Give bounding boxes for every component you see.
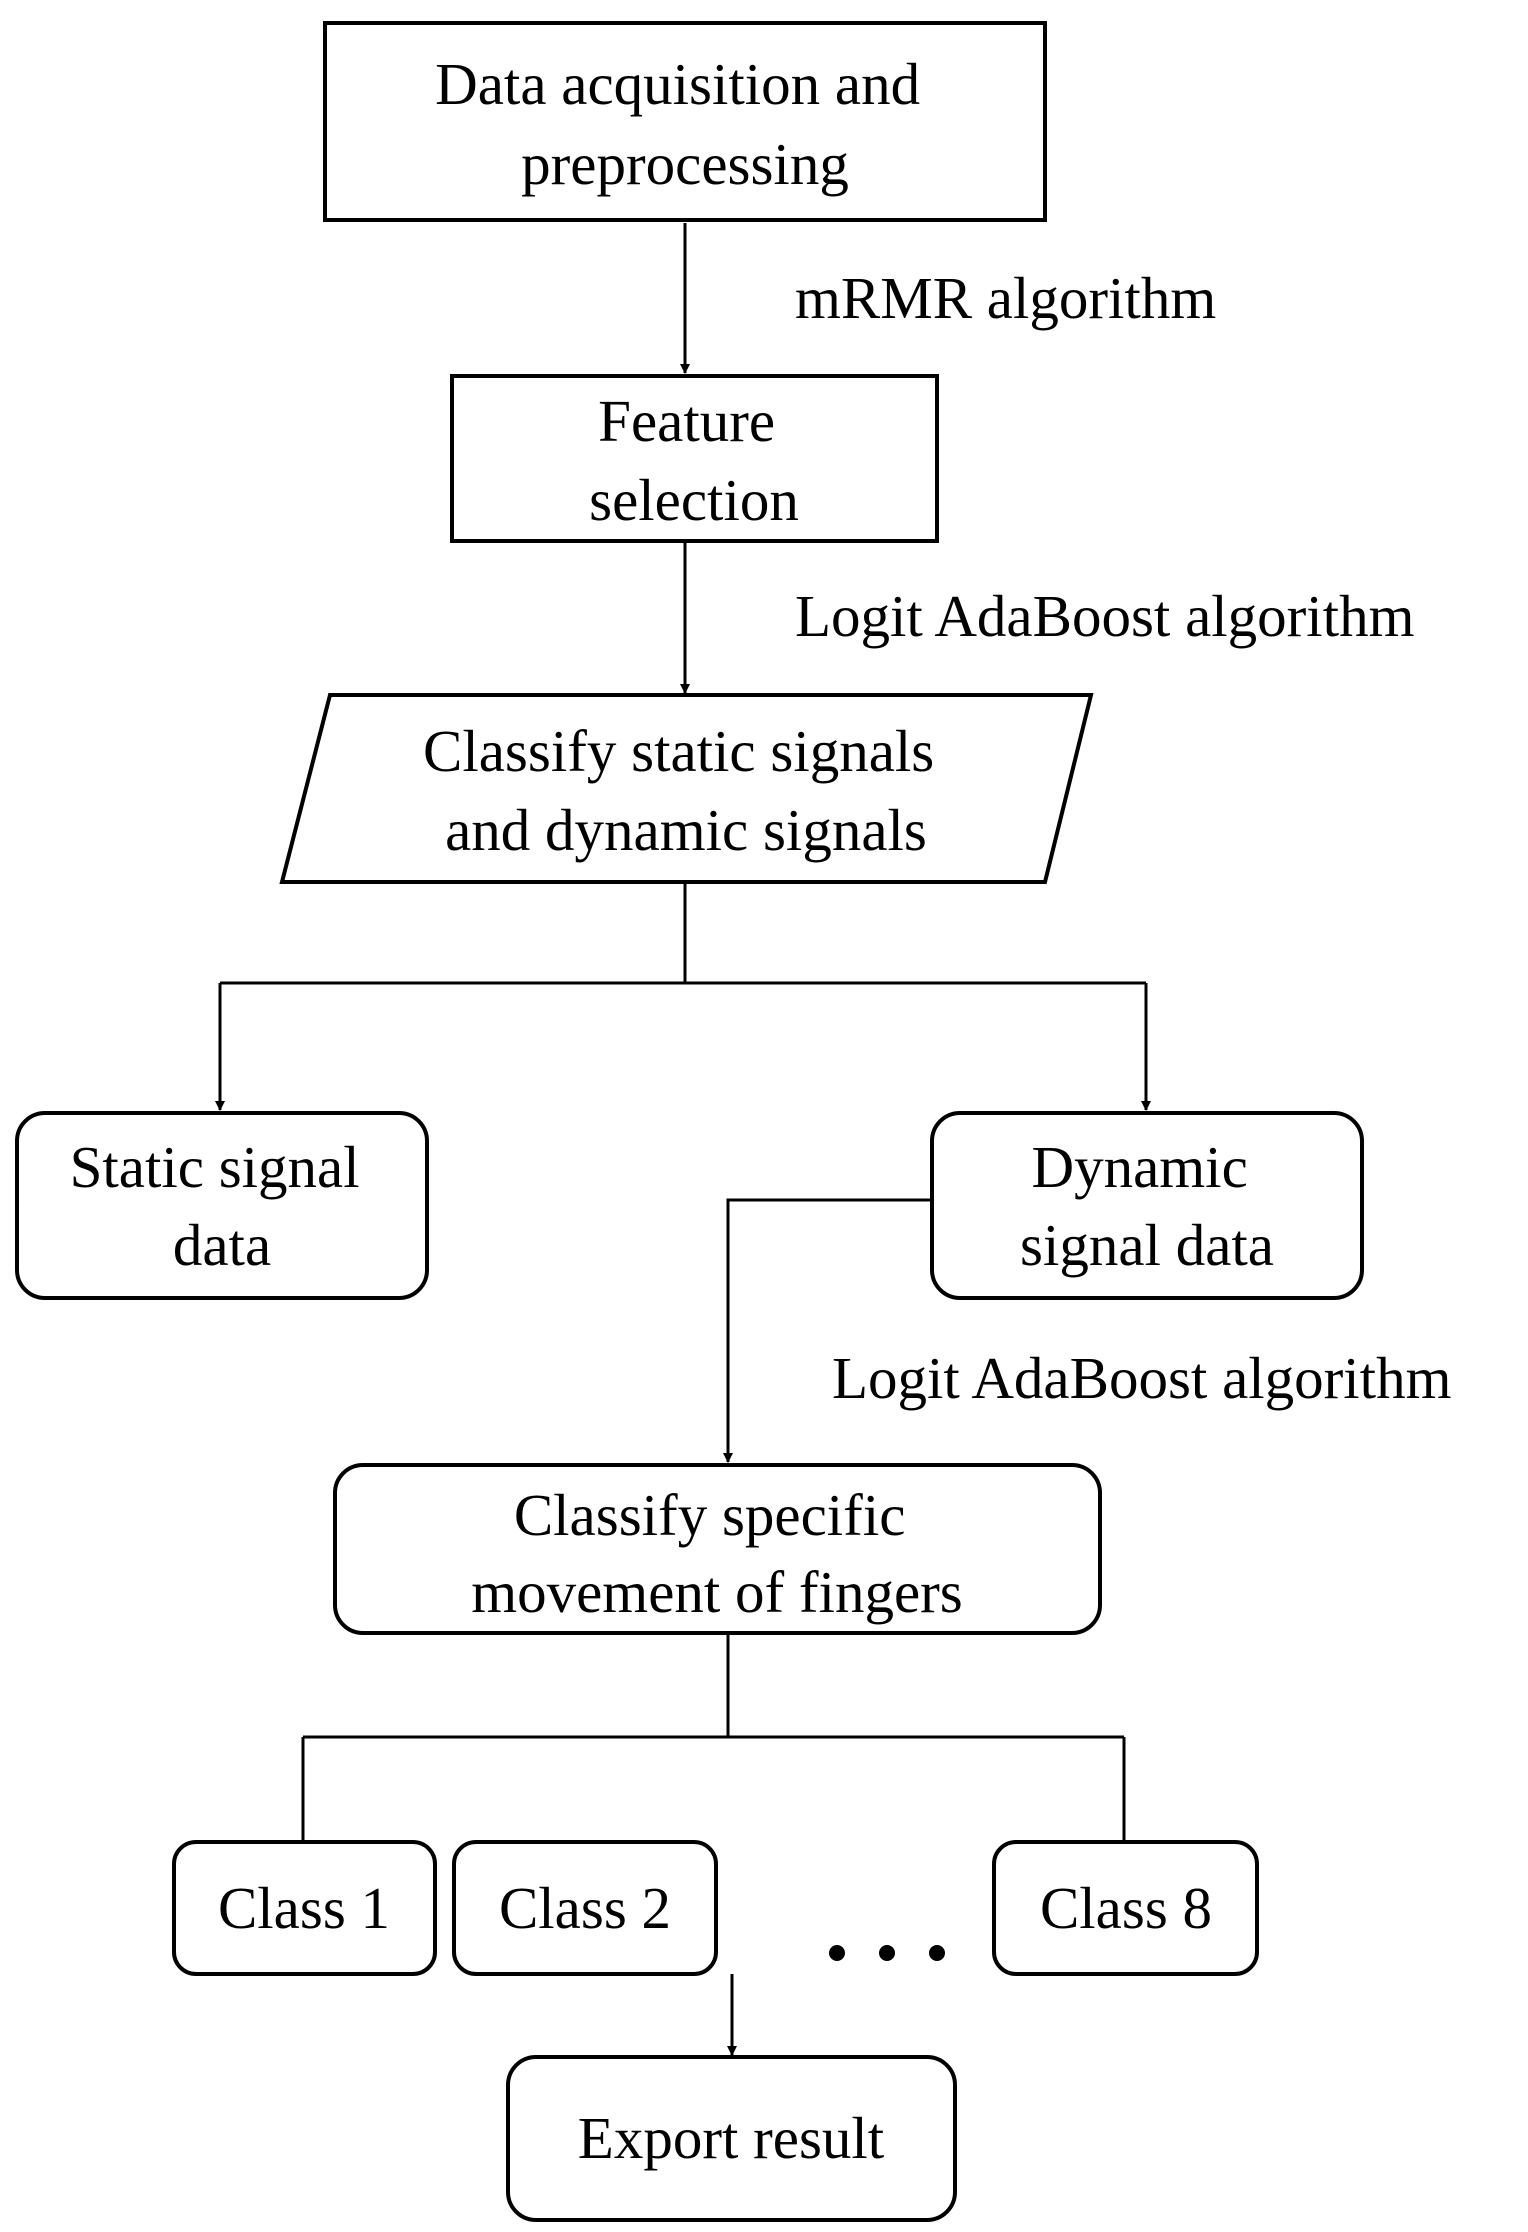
edge-classify-split <box>220 882 1146 985</box>
node-label-line: Dynamic <box>1031 1134 1247 1200</box>
node-classify-fingers: Classify specific movement of fingers <box>333 1463 1102 1635</box>
node-label: Static signal data <box>70 1134 375 1278</box>
node-class-1: Class 1 <box>172 1840 437 1976</box>
node-label-line: preprocessing <box>521 131 849 197</box>
node-label-line: Class 2 <box>499 1875 671 1941</box>
node-label: Classify specific movement of fingers <box>471 1482 963 1625</box>
node-class-2: Class 2 <box>452 1840 718 1976</box>
node-label-line: Static signal <box>70 1134 360 1200</box>
node-static-signal-data: Static signal data <box>15 1111 429 1300</box>
edge-fingers-split <box>301 1633 1126 1840</box>
ellipsis-more-classes <box>829 1945 945 1961</box>
node-data-acquisition: Data acquisition and preprocessing <box>323 21 1047 222</box>
edge-dynamic-to-fingers <box>723 1198 930 1463</box>
edges <box>215 223 1151 2056</box>
node-feature-selection: Feature selection <box>450 374 939 543</box>
ellipsis-dot <box>929 1945 945 1961</box>
node-label: Data acquisition and preprocessing <box>435 51 935 197</box>
node-dynamic-signal-data: Dynamic signal data <box>930 1111 1364 1300</box>
node-box <box>333 1463 1102 1635</box>
node-label-line: Class 8 <box>1040 1875 1212 1941</box>
node-label-line: signal data <box>1020 1212 1274 1278</box>
node-label: Feature selection <box>589 388 799 533</box>
node-label: Classify static signals and dynamic sign… <box>423 718 949 863</box>
edge-label-logit-adaboost-1: Logit AdaBoost algorithm <box>795 583 1414 649</box>
node-box <box>450 374 939 543</box>
node-box <box>506 2055 957 2222</box>
node-label-line: data <box>173 1212 271 1278</box>
ellipsis-dot <box>829 1945 845 1961</box>
node-label: Class 2 <box>499 1875 671 1941</box>
node-label: Class 8 <box>1040 1875 1212 1941</box>
node-box <box>15 1111 429 1300</box>
node-label-line: Classify specific <box>514 1482 906 1548</box>
edge-label-mrmr: mRMR algorithm <box>795 265 1216 331</box>
node-label-line: movement of fingers <box>471 1559 963 1625</box>
node-parallelogram <box>279 693 1094 884</box>
node-box <box>452 1840 718 1976</box>
node-label-line: Feature <box>598 388 775 454</box>
node-label: Dynamic signal data <box>1020 1134 1274 1278</box>
node-label-line: Class 1 <box>218 1875 390 1941</box>
node-label-line: and dynamic signals <box>445 797 927 863</box>
node-box <box>930 1111 1364 1300</box>
node-label-line: Export result <box>578 2105 885 2171</box>
node-label-line: selection <box>589 467 799 533</box>
node-label: Class 1 <box>218 1875 390 1941</box>
edge-label-logit-adaboost-2: Logit AdaBoost algorithm <box>832 1345 1451 1411</box>
node-box <box>172 1840 437 1976</box>
node-label-line: Data acquisition and <box>435 51 920 117</box>
node-box <box>992 1840 1259 1976</box>
node-label: Export result <box>578 2105 885 2171</box>
node-label-line: Classify static signals <box>423 718 934 784</box>
node-classify-static-dynamic: Classify static signals and dynamic sign… <box>279 693 1094 884</box>
ellipsis-dot <box>879 1945 895 1961</box>
node-class-8: Class 8 <box>992 1840 1259 1976</box>
node-box <box>323 21 1047 222</box>
node-export-result: Export result <box>506 2055 957 2222</box>
